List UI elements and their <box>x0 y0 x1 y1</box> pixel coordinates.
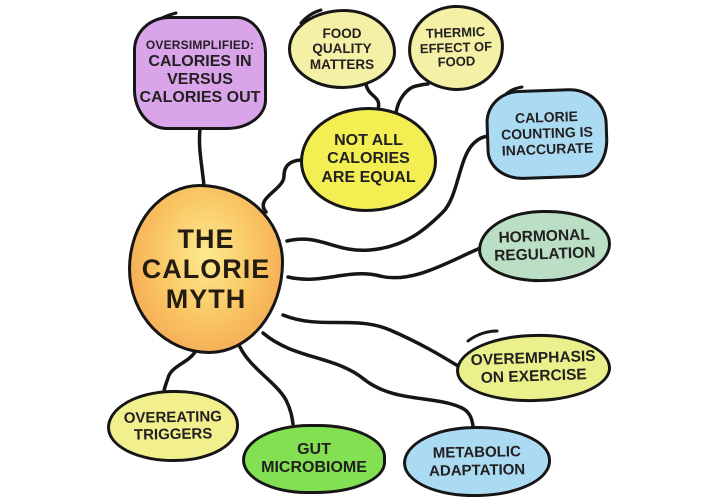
connector-central-gut <box>238 345 295 426</box>
node-not-all-calories: NOT ALL CALORIES ARE EQUAL <box>300 107 437 212</box>
connector-central-counting <box>285 134 490 253</box>
node-gut-microbiome-label: GUT MICROBIOME <box>261 441 367 476</box>
node-food-quality: FOOD QUALITY MATTERS <box>288 9 396 89</box>
connector-central-overeating <box>162 350 197 393</box>
pen-flick-overemphasis <box>466 329 499 343</box>
node-oversimplified-label: CALORIES IN VERSUS CALORIES OUT <box>139 53 261 106</box>
node-oversimplified: OVERSIMPLIFIED: CALORIES IN VERSUS CALOR… <box>133 16 267 130</box>
node-metabolic-adaptation-label: METABOLIC ADAPTATION <box>428 443 526 480</box>
node-overemphasis-exercise-label: OVEREMPHASIS ON EXERCISE <box>470 348 596 387</box>
node-thermic-effect-label: THERMIC EFFECT OF FOOD <box>419 23 493 71</box>
connector-central-overemphasis <box>281 313 460 368</box>
node-hormonal-regulation-label: HORMONAL REGULATION <box>493 226 596 265</box>
connector-central-metabolic <box>261 331 475 428</box>
node-overeating-triggers-label: OVEREATING TRIGGERS <box>123 407 223 444</box>
node-oversimplified-heading: OVERSIMPLIFIED: <box>145 38 255 53</box>
central-topic-label: THE CALORIE MYTH <box>141 223 271 315</box>
central-topic: THE CALORIE MYTH <box>128 184 284 354</box>
node-gut-microbiome: GUT MICROBIOME <box>242 424 386 494</box>
node-not-all-calories-label: NOT ALL CALORIES ARE EQUAL <box>321 131 416 186</box>
connector-notall-foodquality <box>364 82 381 111</box>
node-food-quality-label: FOOD QUALITY MATTERS <box>309 25 375 72</box>
connector-notall-thermic <box>394 82 430 115</box>
node-calorie-counting-label: CALORIE COUNTING IS INACCURATE <box>500 108 594 159</box>
connector-central-notall <box>261 158 302 214</box>
node-calorie-counting: CALORIE COUNTING IS INACCURATE <box>484 86 610 182</box>
connector-central-oversimplified <box>197 127 206 188</box>
connector-central-hormonal <box>286 247 480 281</box>
